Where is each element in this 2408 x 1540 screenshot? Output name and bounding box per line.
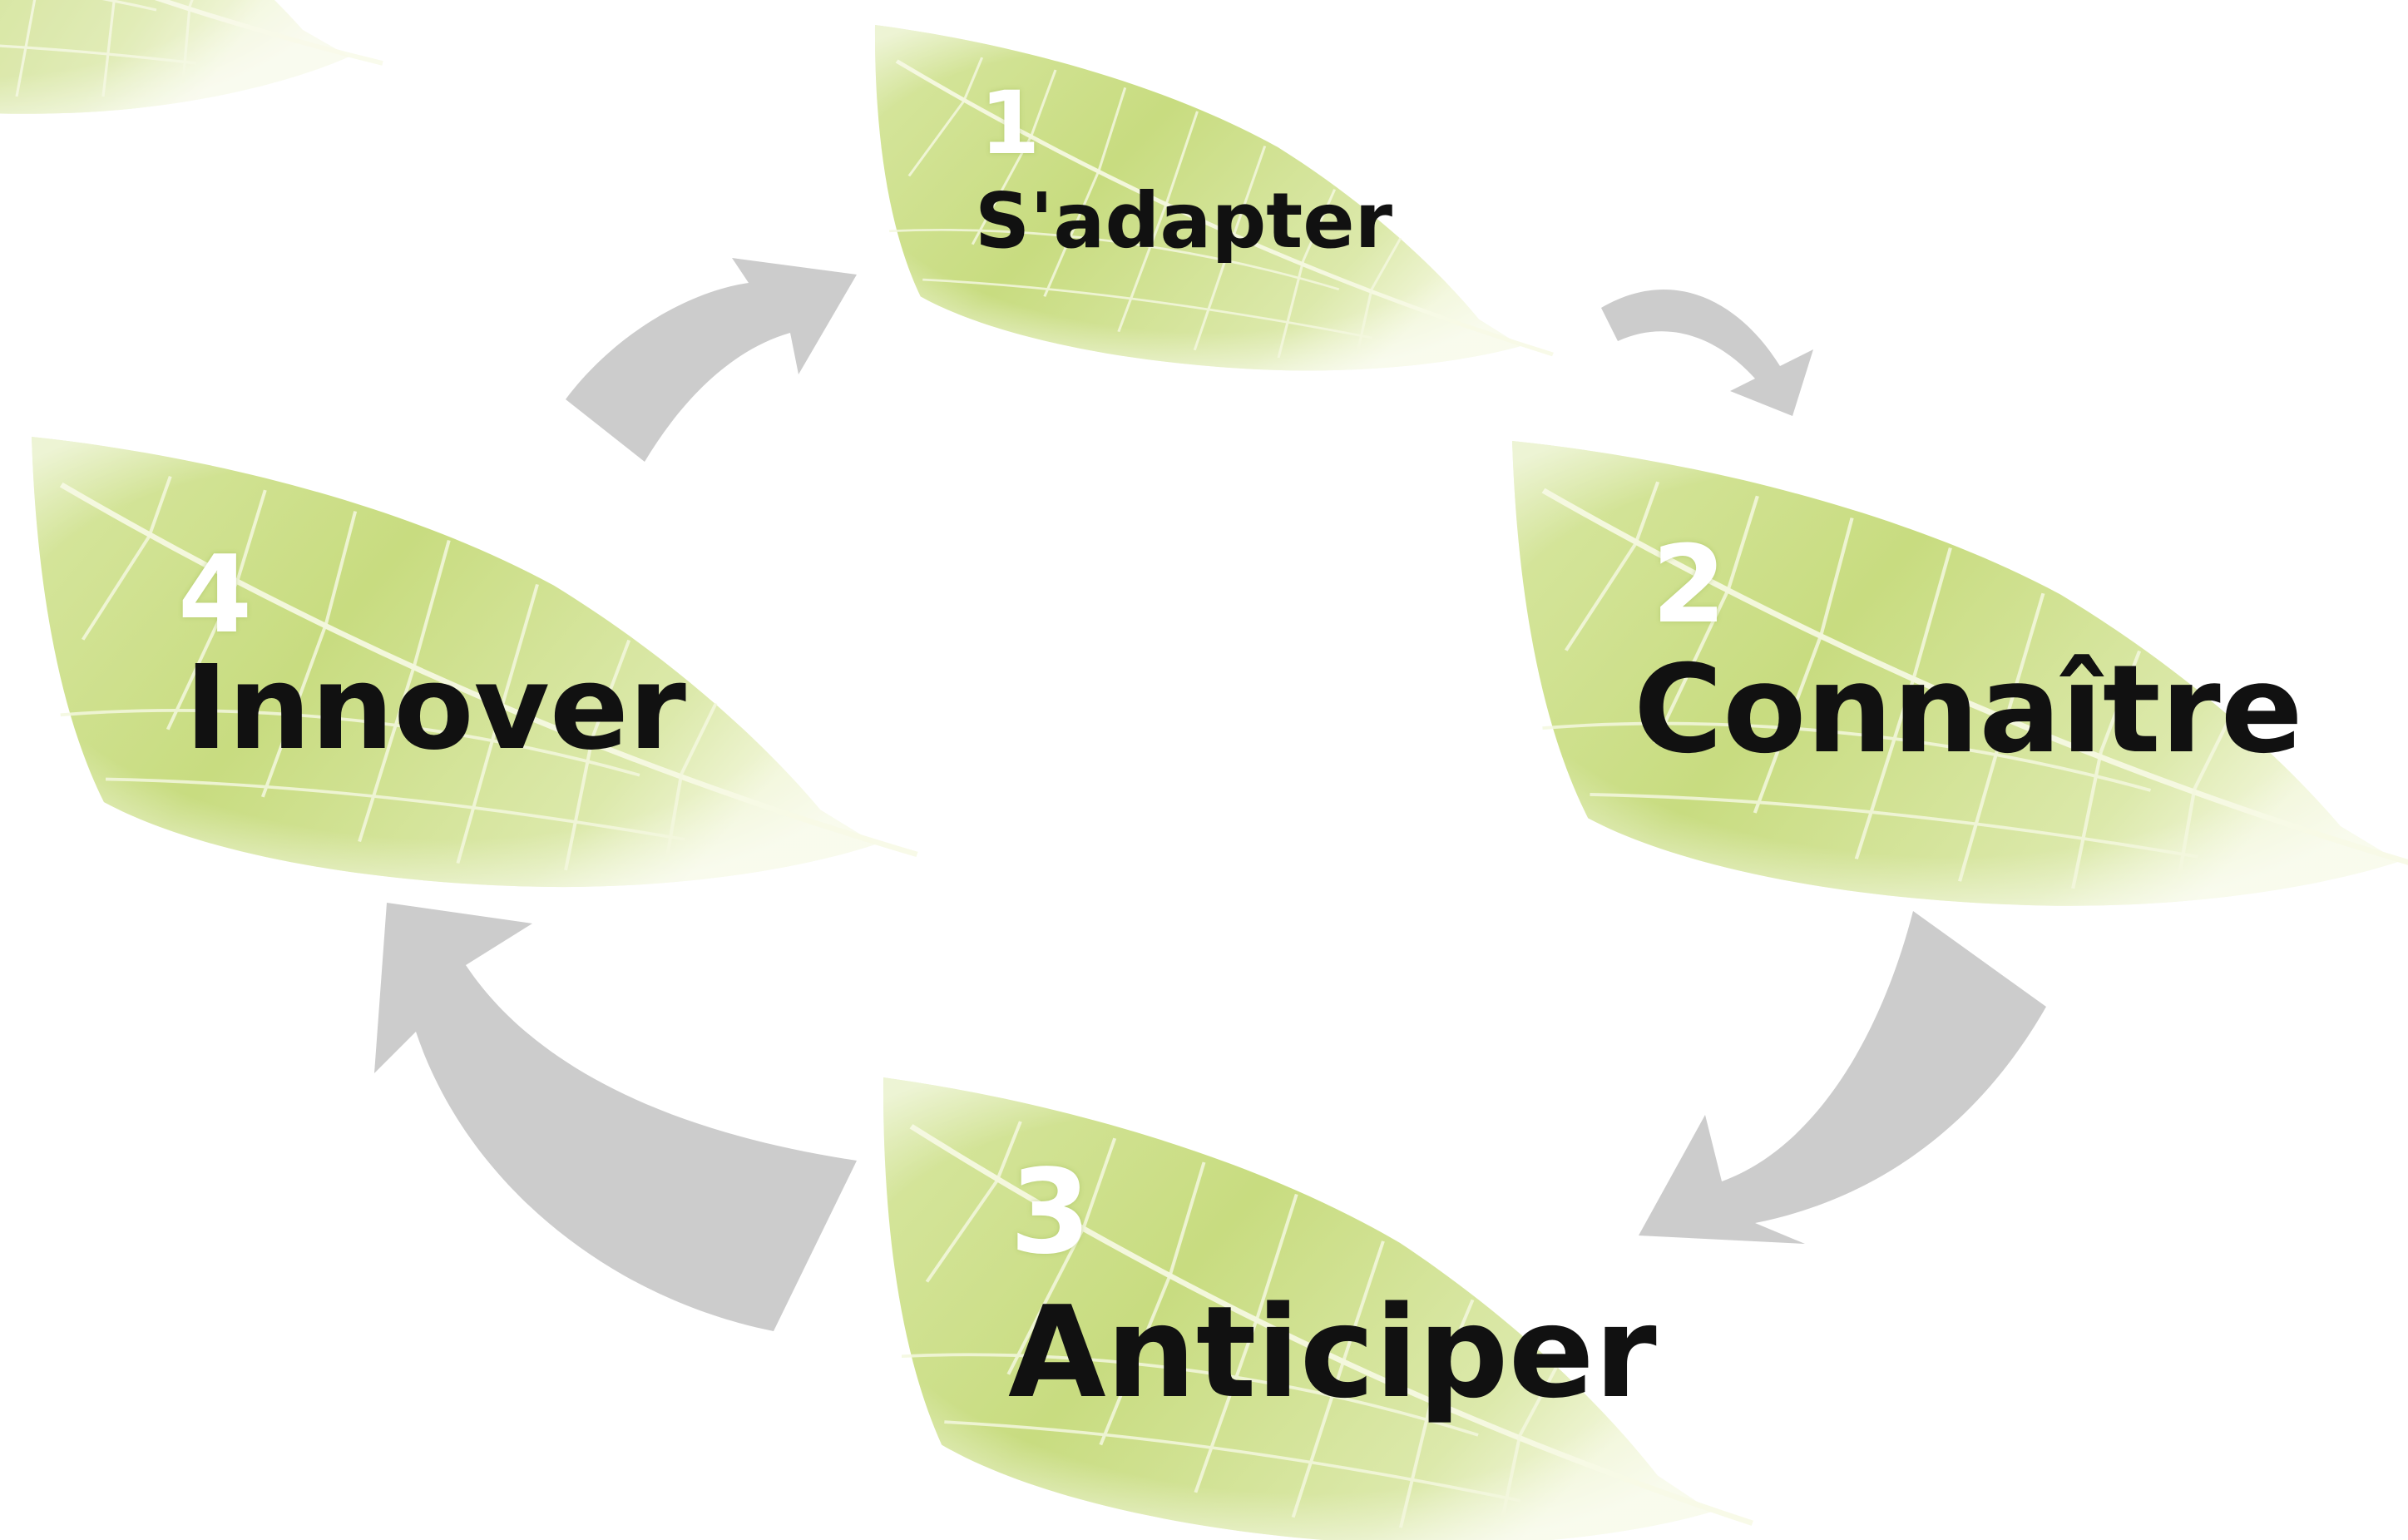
corner-leaf-decoration: [0, 0, 383, 114]
step-1-number: 1: [980, 72, 1041, 174]
step-3-label: Anticiper: [1008, 1279, 1657, 1426]
arrow-step-3-to-4: [374, 903, 857, 1331]
step-4-label: Innover: [185, 641, 686, 776]
step-2-number: 2: [1652, 523, 1727, 647]
arrow-step-4-to-1: [566, 258, 857, 462]
step-2-label: Connaître: [1634, 639, 2303, 780]
arrow-step-2-to-3: [1639, 911, 2046, 1244]
step-3-number: 3: [1010, 1145, 1091, 1280]
step-1-label: S'adapter: [975, 176, 1393, 265]
arrow-step-1-to-2: [1601, 289, 1813, 416]
step-4-number: 4: [178, 533, 253, 657]
